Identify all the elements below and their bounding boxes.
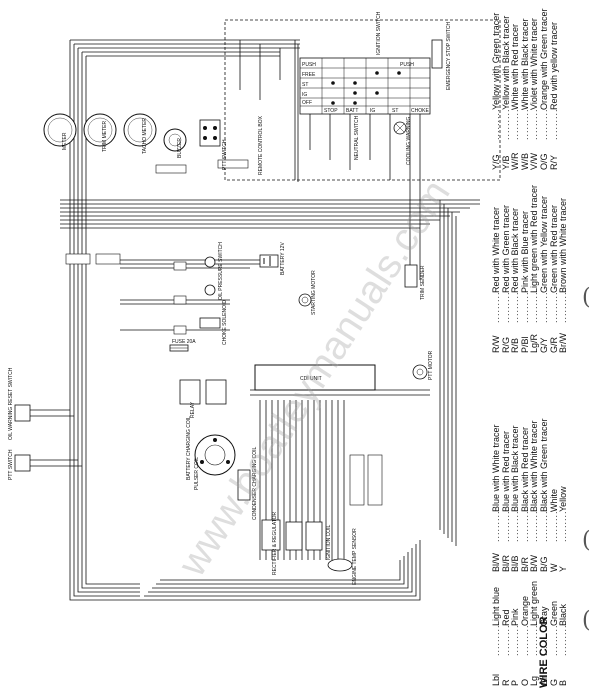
meter-gauge bbox=[43, 113, 77, 147]
engine-temp-sensor-symbol bbox=[327, 558, 353, 572]
battery-charging-coil-label: BATTERY CHARGING COIL bbox=[186, 416, 192, 480]
fuse-symbol bbox=[169, 344, 189, 352]
sw-row-off: OFF bbox=[302, 100, 312, 106]
battery-label: BATTERY 12V bbox=[280, 242, 286, 275]
emergency-stop-switch-symbol bbox=[431, 39, 443, 69]
wire-color-code: R/Y bbox=[548, 154, 559, 170]
relay-label: RELAY bbox=[190, 401, 196, 418]
harness-connectors bbox=[65, 159, 249, 335]
battery-symbol bbox=[259, 254, 279, 268]
wire-color-description: Brown with White tracer bbox=[558, 197, 569, 293]
margin-bracket-3: ( bbox=[582, 608, 591, 633]
sw-row-ig: IG bbox=[302, 92, 307, 98]
wire-color-dots: ......... bbox=[558, 624, 569, 656]
sw-push-label: PUSH bbox=[400, 62, 414, 68]
buzzer-label: BUZZER bbox=[177, 138, 183, 158]
wire-color-code: Br/W bbox=[558, 333, 569, 353]
trim-meter-label: TRIM METER bbox=[102, 121, 108, 152]
fuse-label: FUSE 20A bbox=[172, 339, 196, 345]
sw-row-st: ST bbox=[302, 82, 308, 88]
wire-color-description: Red with yellow tracer bbox=[548, 21, 559, 110]
neutral-switch-label: NEUTRAL SWITCH bbox=[354, 115, 360, 160]
sw-col-batt: BATT bbox=[346, 108, 358, 114]
oil-warning-reset-switch-symbol bbox=[14, 404, 31, 422]
cdi-unit-box bbox=[254, 364, 376, 391]
oil-pressure-switch-label: OIL PRESSURE SWITCH bbox=[218, 242, 224, 300]
ignition-switch-label: IGNITION SWITCH bbox=[376, 11, 382, 55]
engine-temp-sensor-label: ENGINE TEMP SENSOR bbox=[352, 528, 358, 585]
trim-sender bbox=[404, 264, 418, 288]
rectifier-regulator-label: RECTIFIER & REGULATOR bbox=[272, 511, 278, 575]
tacho-meter-label: TACHO METER bbox=[142, 118, 148, 154]
cooling-warning-lamp bbox=[393, 121, 407, 135]
wire-color-description: Yellow bbox=[558, 486, 569, 512]
starting-motor-symbol bbox=[298, 293, 312, 307]
ptt-switch-remote-label: PTT SWITCH bbox=[222, 139, 228, 170]
ignition-coil-label: IGNITION COIL bbox=[326, 525, 332, 561]
trim-sender-label: TRIM SENDER bbox=[420, 265, 426, 300]
ignition-coil-symbol bbox=[285, 521, 323, 551]
ptt-switch-remote bbox=[199, 119, 221, 147]
sw-col-st: ST bbox=[392, 108, 398, 114]
margin-bracket-2: ( bbox=[582, 528, 591, 553]
ptt-motor-label: PTT MOTOR bbox=[428, 350, 434, 380]
ptt-switch-engine-symbol bbox=[14, 454, 31, 472]
ptt-switch-engine-label: PTT SWITCH bbox=[8, 449, 14, 480]
relay-symbol bbox=[179, 379, 227, 405]
remote-control-box-outline bbox=[224, 19, 501, 181]
sw-row-push: PUSH bbox=[302, 62, 316, 68]
emergency-stop-switch-label: EMERGENCY STOP SWITCH bbox=[446, 22, 452, 90]
condenser-charging-coil-symbol bbox=[237, 469, 251, 501]
battery-charging-coil-symbol bbox=[194, 434, 236, 476]
wire-color-dots: ......... bbox=[558, 510, 569, 542]
oil-pressure-switch-symbol bbox=[204, 256, 216, 296]
sw-col-ig: IG bbox=[370, 108, 375, 114]
margin-bracket-1: ( bbox=[582, 285, 591, 310]
cooling-warning-label: COOLING WARNING bbox=[406, 116, 412, 165]
wire-color-row: B.........Black bbox=[558, 581, 569, 686]
warning-buzzer bbox=[163, 128, 187, 152]
wire-color-row: Br/W.........Brown with White tracer bbox=[558, 185, 569, 353]
wire-color-dots: ......... bbox=[558, 291, 569, 323]
wire-color-code: B bbox=[558, 679, 569, 686]
connector-block-cdi bbox=[349, 454, 383, 506]
tacho-meter-gauge bbox=[123, 113, 157, 147]
cdi-unit-label: CDI UNIT bbox=[300, 376, 322, 382]
rectifier-regulator-symbol bbox=[261, 519, 281, 551]
ptt-motor-symbol bbox=[412, 364, 428, 380]
wire-color-description: Black bbox=[558, 603, 569, 626]
condenser-charging-coil-label: CONDENSER CHARGING COIL bbox=[252, 446, 258, 520]
meter-label: METER bbox=[62, 132, 68, 150]
trim-meter-gauge bbox=[83, 113, 117, 147]
remote-control-box-label: REMOTE CONTROL BOX bbox=[258, 115, 264, 175]
choke-solenoid-label: CHOKE SOLENOID bbox=[222, 300, 228, 345]
sw-col-stop: STOP bbox=[324, 108, 338, 114]
pulser-coil-label: PULSER COIL bbox=[194, 457, 200, 490]
wire-color-row: Y.........Yellow bbox=[558, 418, 569, 572]
ignition-switch-table: PUSH FREE ST IG OFF STOP BATT IG ST CHOK… bbox=[299, 57, 431, 115]
choke-solenoid-symbol bbox=[199, 317, 221, 329]
oil-warning-reset-switch-label: OIL WARNING RESET SWITCH bbox=[8, 367, 14, 440]
wire-color-dots: ......... bbox=[548, 108, 559, 140]
wire-color-code: Y bbox=[558, 565, 569, 572]
starting-motor-label: STARTING MOTOR bbox=[311, 270, 317, 315]
wire-color-row: R/Y.........Red with yellow tracer bbox=[548, 8, 560, 170]
sw-col-choke: CHOKE bbox=[411, 108, 429, 114]
sw-row-free: FREE bbox=[302, 72, 316, 78]
